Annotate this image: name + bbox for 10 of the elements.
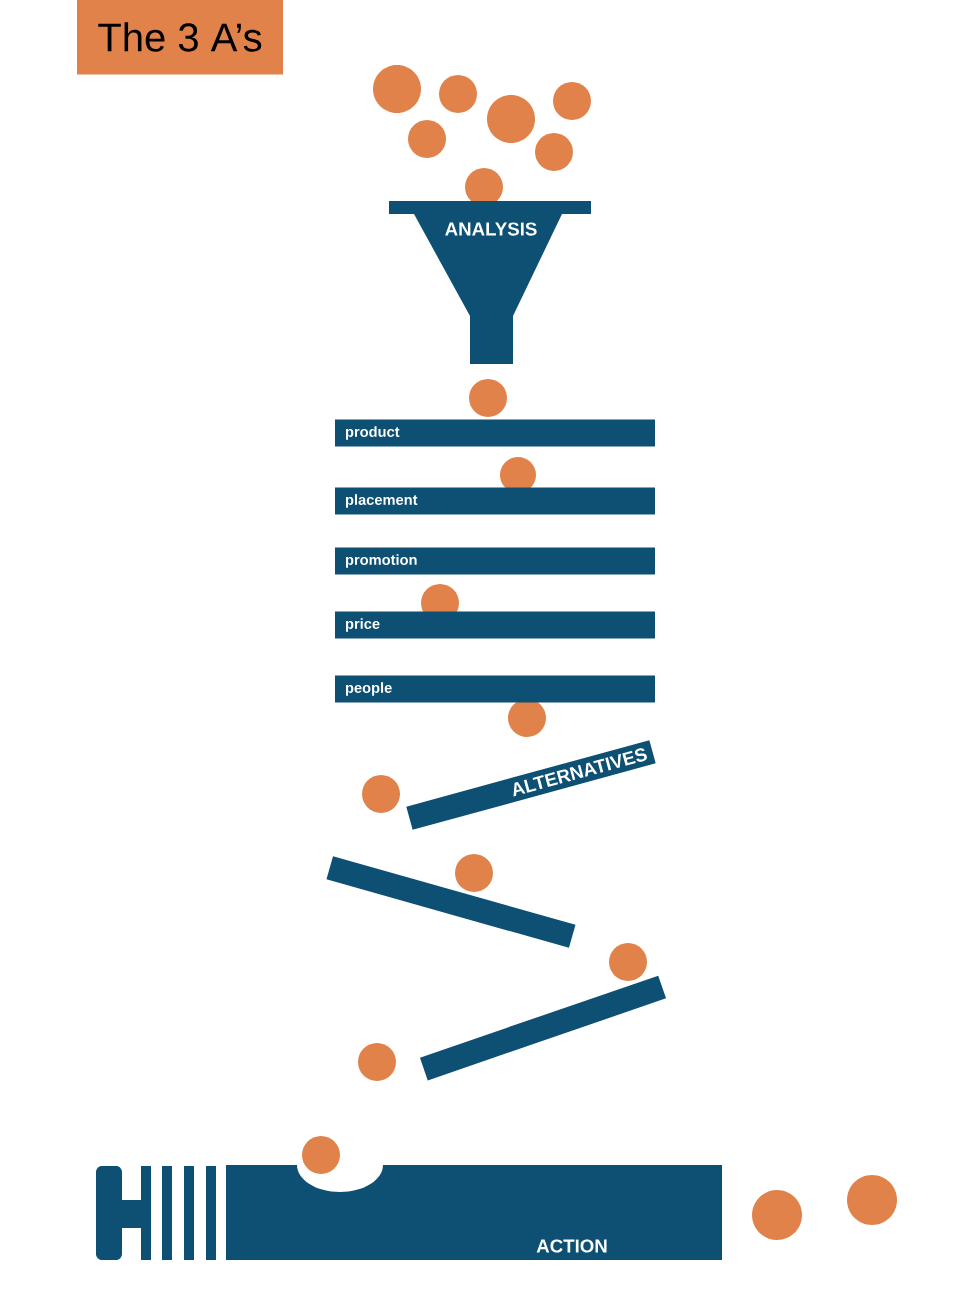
funnel: ANALYSIS — [389, 201, 591, 364]
bar: product — [335, 419, 655, 447]
tilted-bar — [326, 856, 576, 948]
tilted-bar — [419, 975, 667, 1081]
bar: promotion — [335, 547, 655, 575]
title-box: The 3 A’s — [77, 0, 283, 75]
bar: placement — [335, 487, 655, 515]
bar: price — [335, 611, 655, 639]
action-bar: ACTION — [226, 1165, 722, 1260]
bar: people — [335, 675, 655, 703]
